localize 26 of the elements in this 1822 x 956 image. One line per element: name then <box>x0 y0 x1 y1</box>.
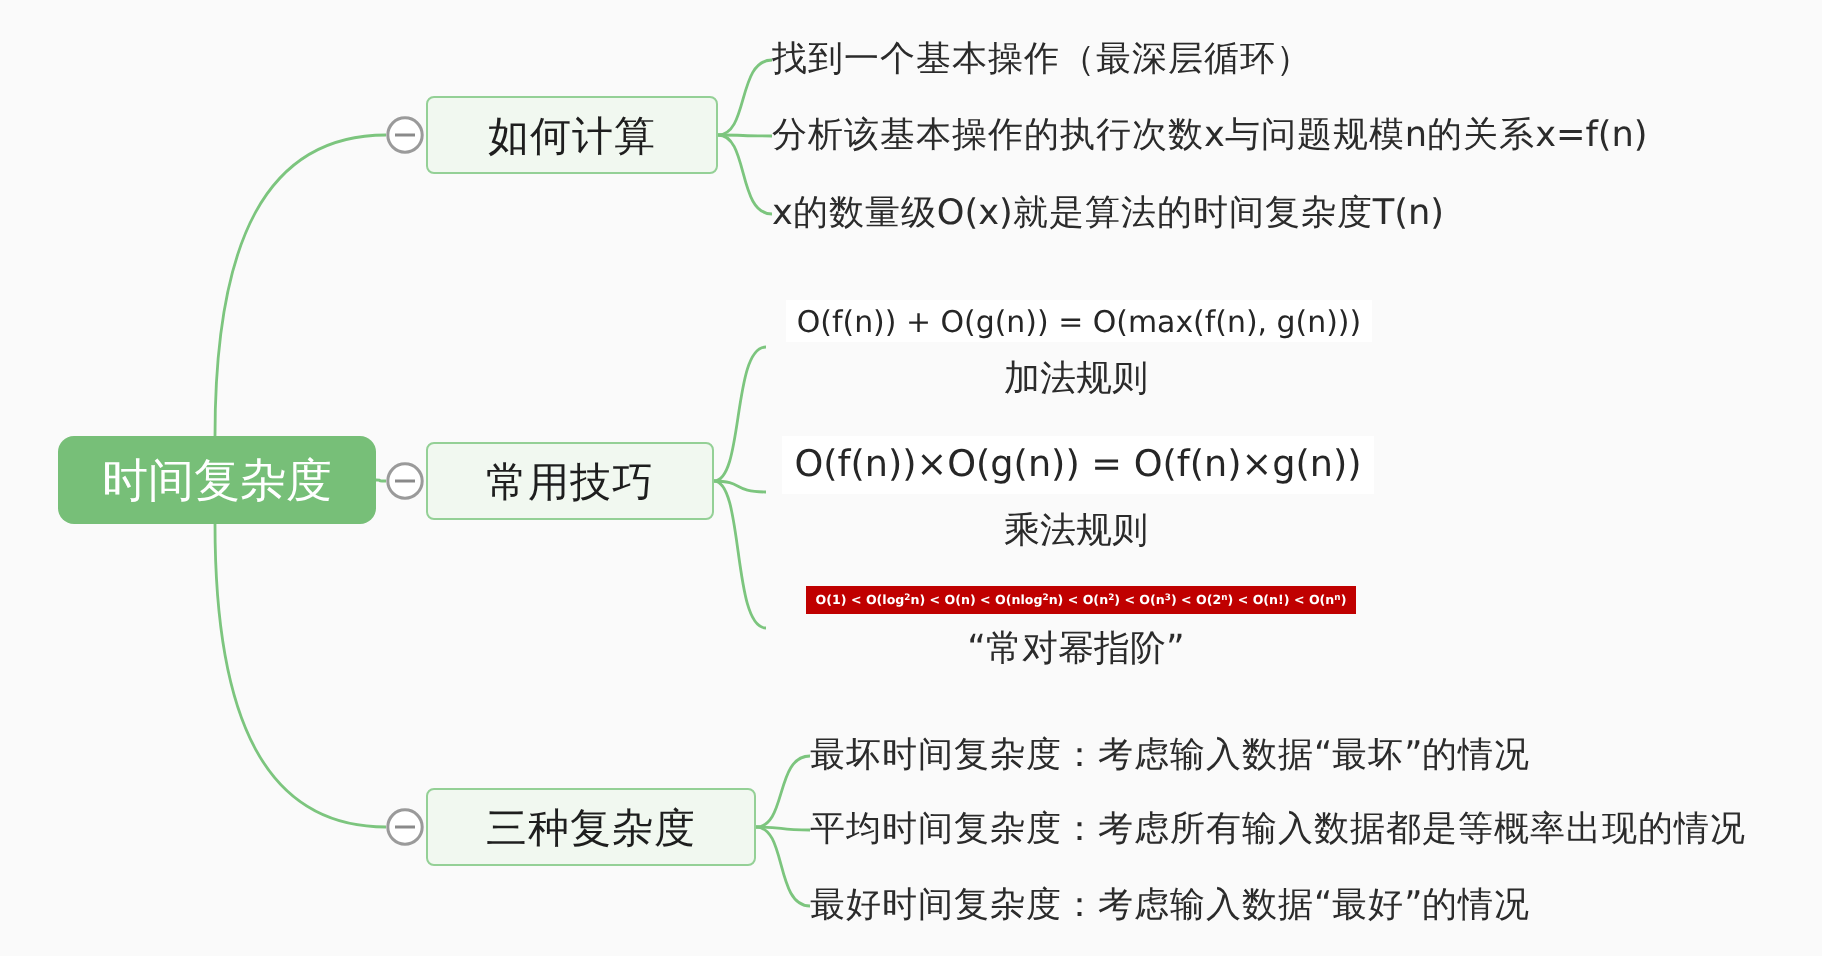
rule-caption: 乘法规则 <box>1004 512 1148 552</box>
connector-line <box>713 479 767 494</box>
connector-line <box>717 58 773 137</box>
central-topic: 时间复杂度 <box>58 436 376 524</box>
connector-line <box>755 754 811 829</box>
connector-line <box>756 825 810 832</box>
formula: O(f(n)) + O(g(n)) = O(max(f(n), g(n))) <box>786 300 1372 342</box>
connector-line <box>755 825 811 908</box>
subtopic-text: 平均时间复杂度：考虑所有输入数据都是等概率出现的情况 <box>810 808 1746 852</box>
subtopic-text: 最好时间复杂度：考虑输入数据“最好”的情况 <box>810 884 1531 928</box>
rule-caption: “常对幂指阶” <box>967 630 1185 670</box>
topic-box: 如何计算 <box>426 96 718 174</box>
subtopic-text: x的数量级O(x)就是算法的时间复杂度T(n) <box>772 192 1445 236</box>
formula: O(f(n))×O(g(n)) = O(f(n)×g(n)) <box>782 436 1374 494</box>
topic-box: 三种复杂度 <box>426 788 756 866</box>
connector-line <box>713 345 767 483</box>
topic-box: 常用技巧 <box>426 442 714 520</box>
connector-line <box>718 133 772 138</box>
connector-line <box>213 133 387 437</box>
connector-line <box>713 479 767 630</box>
subtopic-text: 最坏时间复杂度：考虑输入数据“最坏”的情况 <box>810 734 1531 778</box>
subtopic-text: 找到一个基本操作（最深层循环） <box>772 38 1312 82</box>
connector-line <box>717 133 773 216</box>
subtopic-text: 分析该基本操作的执行次数x与问题规模n的关系x=f(n) <box>772 114 1648 158</box>
connector-line <box>213 523 387 829</box>
rule-caption: 加法规则 <box>1004 360 1148 400</box>
